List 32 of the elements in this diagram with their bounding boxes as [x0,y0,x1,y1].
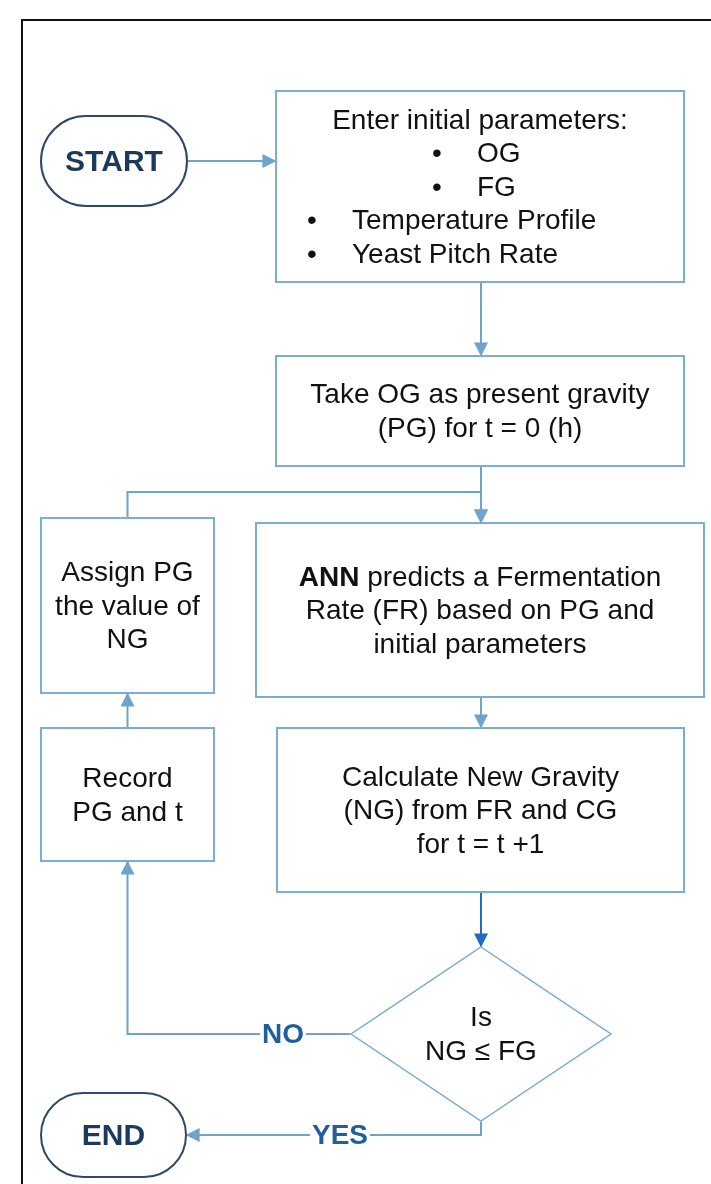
arrow [474,892,488,948]
bullet-text: FG [477,169,516,204]
arrow [120,692,135,728]
arrow [474,697,488,729]
bullet-text: OG [477,136,521,170]
bullet-text: Yeast Pitch Rate [352,236,558,271]
bullet-mark: • [307,236,318,271]
bullet-text: Temperature Profile [352,203,597,237]
node-text: END [80,1117,147,1153]
process-box [255,522,705,698]
process-box [275,90,685,283]
arrow [126,491,488,524]
arrow [120,860,351,1035]
node-text: Record PG and t [71,760,184,829]
node-text: Assign PG the value of NG [54,555,201,656]
arrow [474,282,488,357]
node-text: Is [469,1000,493,1034]
process-box [275,355,685,467]
bullet-mark: • [307,203,318,237]
node-text: Take OG as present gravity (PG) for t = 0 (h) [309,377,651,445]
node-text: START [64,143,164,179]
node-heading: Enter initial parameters: [332,102,628,137]
arrow [187,154,277,168]
node-text: ANN predicts a Fermentation Rate (FR) based on PG and initial parameters [297,559,663,661]
process-box [40,727,215,862]
bullet-mark: • [432,136,443,170]
decision-diamond [350,946,612,1122]
bullet-mark: • [432,169,443,204]
node-text: NG ≤ FG [424,1034,538,1068]
node-text: Calculate New Gravity (NG) from FR and CG for t = t +1 [341,759,620,861]
process-box [40,517,215,694]
process-box [276,727,685,893]
